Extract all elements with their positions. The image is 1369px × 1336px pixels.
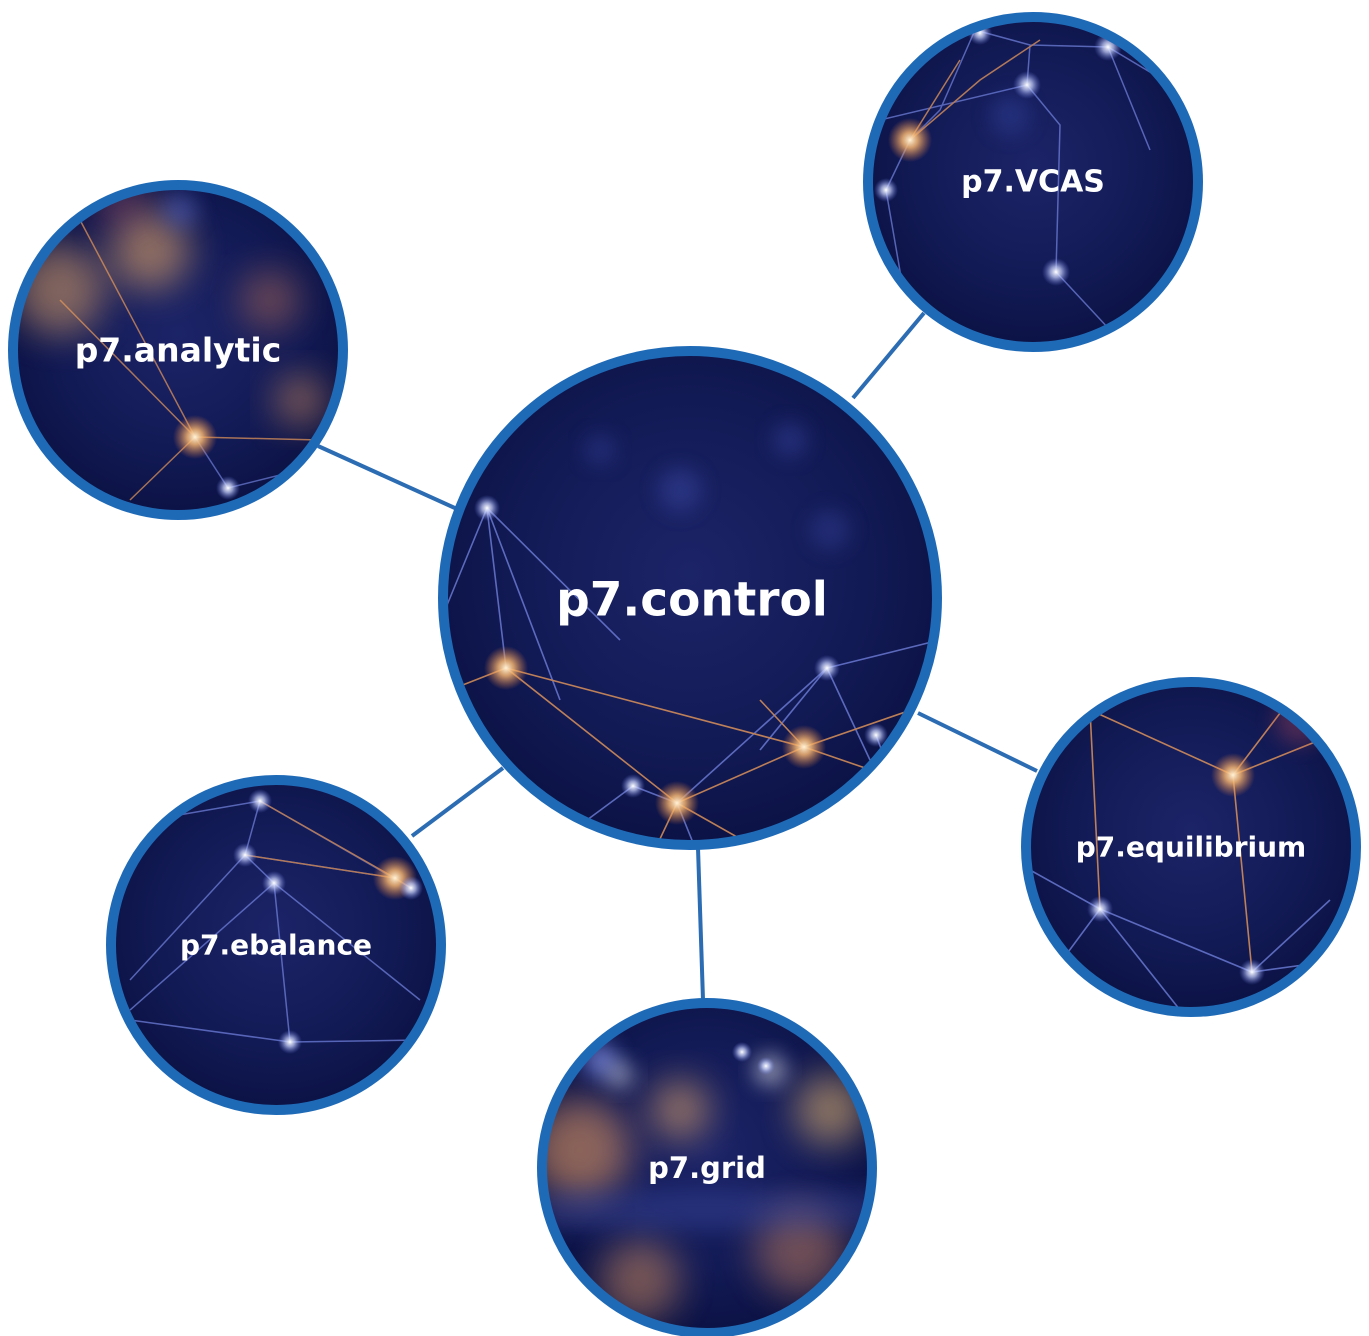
node-label-control: p7.control — [556, 573, 828, 628]
node-label-grid: p7.grid — [648, 1151, 766, 1185]
connector-vcas — [851, 311, 926, 400]
node-label-equilibrium: p7.equilibrium — [1076, 831, 1306, 864]
connector-ebalance — [410, 766, 505, 838]
connectors — [317, 311, 1038, 1001]
bokeh-texture — [542, 1042, 872, 1320]
node-analytic[interactable]: p7.analytic — [8, 175, 348, 520]
bokeh-texture — [584, 422, 850, 550]
node-ebalance[interactable]: p7.ebalance — [106, 775, 446, 1115]
node-label-analytic: p7.analytic — [75, 331, 282, 370]
node-equilibrium[interactable]: p7.equilibrium — [1021, 677, 1361, 1017]
node-label-vcas: p7.VCAS — [961, 165, 1105, 200]
connector-grid — [696, 847, 705, 1001]
connector-equilibrium — [917, 711, 1038, 773]
connector-analytic — [317, 444, 458, 511]
node-vcas[interactable]: p7.VCAS — [863, 12, 1203, 352]
node-label-ebalance: p7.ebalance — [180, 929, 372, 962]
node-control[interactable]: p7.control — [438, 346, 942, 860]
node-grid[interactable]: p7.grid — [530, 998, 880, 1336]
